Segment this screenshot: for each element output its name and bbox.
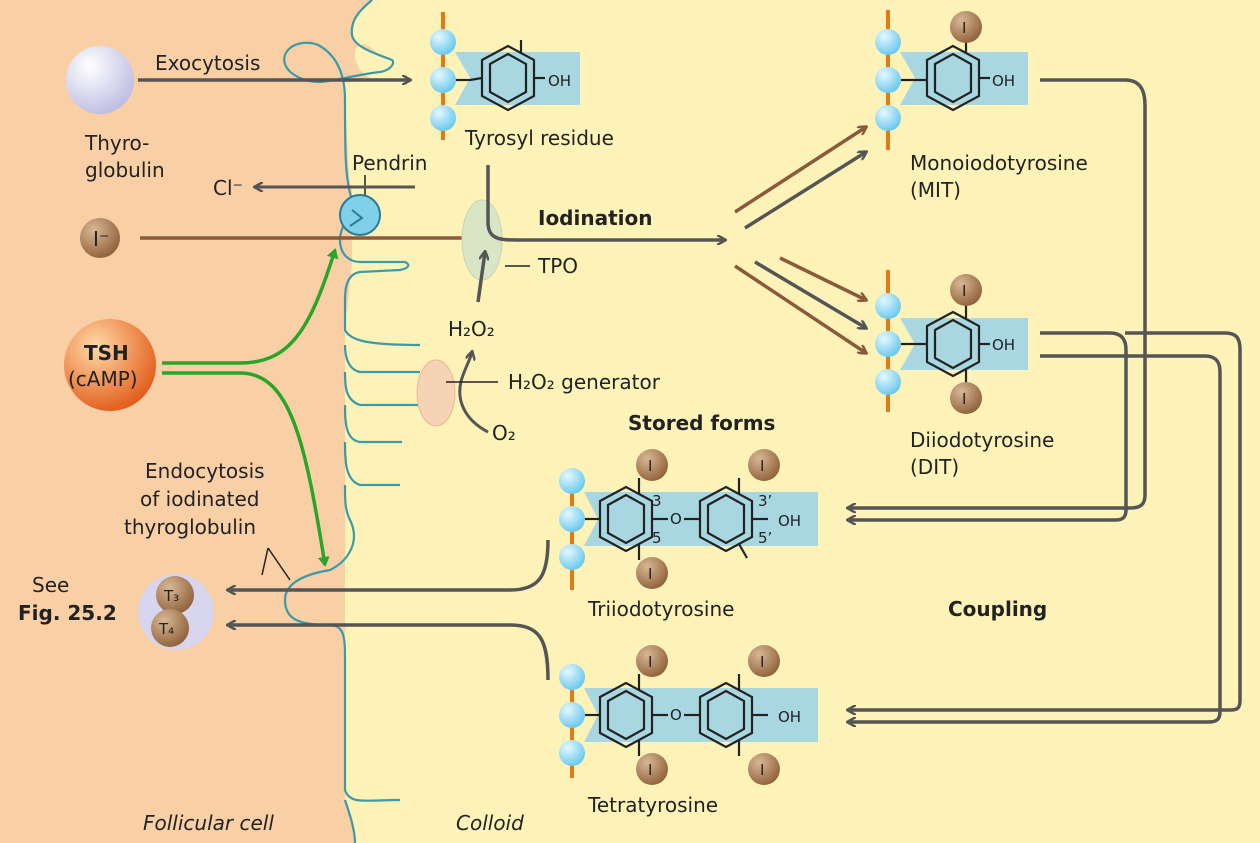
triiodotyrosine-molecule <box>559 449 818 590</box>
camp-label: (cAMP) <box>68 367 138 391</box>
endocytic-vesicle <box>138 574 214 650</box>
t4-oh-label: OH <box>778 708 801 726</box>
exocytosis-label: Exocytosis <box>155 51 260 75</box>
t3-iodine-3-label: I <box>760 457 764 475</box>
thyroglobulin-label-2: globulin <box>85 158 165 182</box>
t3-iodine-1-label: I <box>648 457 652 475</box>
tsh-ball <box>64 319 156 411</box>
pos-3-prime-label: 3’ <box>758 492 772 510</box>
tetratyrosine-label: Tetratyrosine <box>587 793 718 817</box>
t4-ball <box>151 609 189 647</box>
t4-iodine-4-label: I <box>760 761 764 779</box>
tyrosyl-residue-label: Tyrosyl residue <box>464 126 614 150</box>
dit-iodine-top-label: I <box>962 282 966 300</box>
h2o2-label: H₂O₂ <box>448 317 495 341</box>
t4-iodine-1-label: I <box>648 653 652 671</box>
pos-5-label: 5 <box>652 529 662 547</box>
tyrosyl-oh-label: OH <box>548 72 571 90</box>
dit-label-1: Diiodotyrosine <box>910 428 1054 452</box>
pendrin-label: Pendrin <box>352 151 427 175</box>
dit-molecule <box>875 270 1028 414</box>
triiodotyrosine-label: Triiodotyrosine <box>587 597 734 621</box>
see-label: See <box>32 573 69 597</box>
t3-ball <box>156 576 194 614</box>
t4-oxygen-label: O <box>670 706 682 724</box>
iodide-ion <box>80 218 120 258</box>
iodination-arrow <box>486 165 725 240</box>
mit-label-1: Monoiodotyrosine <box>910 151 1088 175</box>
endocytosis-pointer <box>261 547 291 581</box>
stored-forms-label: Stored forms <box>628 411 775 435</box>
chloride-label: Cl⁻ <box>213 176 243 200</box>
dit-label-2: (DIT) <box>910 455 959 479</box>
coupling-arrows <box>848 78 1242 722</box>
fig-reference: Fig. 25.2 <box>18 601 117 625</box>
t3-oh-label: OH <box>778 512 801 530</box>
iodination-label: Iodination <box>538 206 652 230</box>
mit-molecule <box>875 10 1028 150</box>
colloid-label: Colloid <box>456 811 524 835</box>
thyroglobulin-label-1: Thyro- <box>84 131 149 155</box>
mit-label-2: (MIT) <box>910 178 961 202</box>
mit-oh-label: OH <box>992 72 1015 90</box>
follicular-cell-label: Follicular cell <box>143 811 274 835</box>
iodide-label: I⁻ <box>93 227 109 251</box>
endocytosis-label-2: of iodinated <box>140 487 259 511</box>
t3-return-arrow <box>228 539 550 590</box>
t3-label: T₃ <box>163 587 179 605</box>
h2o2-generator-label: H₂O₂ generator <box>508 370 661 394</box>
tsh-stimulation-arrows <box>162 248 339 567</box>
cell-membrane <box>283 0 421 843</box>
t3-oxygen-label: O <box>670 510 682 528</box>
h2o2-generator-enzyme <box>416 359 456 427</box>
iodination-branch-arrows <box>734 127 866 353</box>
t4-iodine-3-label: I <box>760 653 764 671</box>
t4-iodine-2-label: I <box>648 761 652 779</box>
h2o2-arrow <box>476 252 485 303</box>
t3-iodine-2-label: I <box>648 565 652 583</box>
tetratyrosine-molecule <box>559 645 818 785</box>
t4-label: T₄ <box>158 620 174 638</box>
follicular-cell <box>0 0 392 843</box>
t4-return-arrow <box>228 625 550 681</box>
thyroglobulin-vesicle <box>66 46 134 114</box>
dit-oh-label: OH <box>992 336 1015 354</box>
endocytosis-label-1: Endocytosis <box>145 459 265 483</box>
mit-iodine-label: I <box>962 19 966 37</box>
tyrosyl-residue-molecule <box>430 12 580 140</box>
pos-3-label: 3 <box>652 492 662 510</box>
o2-to-h2o2-arrow <box>458 352 489 434</box>
o2-label: O₂ <box>492 421 516 445</box>
dit-iodine-bottom-label: I <box>962 390 966 408</box>
tsh-label: TSH <box>84 341 129 365</box>
tpo-label: TPO <box>537 254 578 278</box>
endocytosis-label-3: thyroglobulin <box>124 515 256 539</box>
pos-5-prime-label: 5’ <box>758 529 772 547</box>
coupling-label: Coupling <box>948 597 1047 621</box>
pendrin-transporter <box>339 194 381 236</box>
